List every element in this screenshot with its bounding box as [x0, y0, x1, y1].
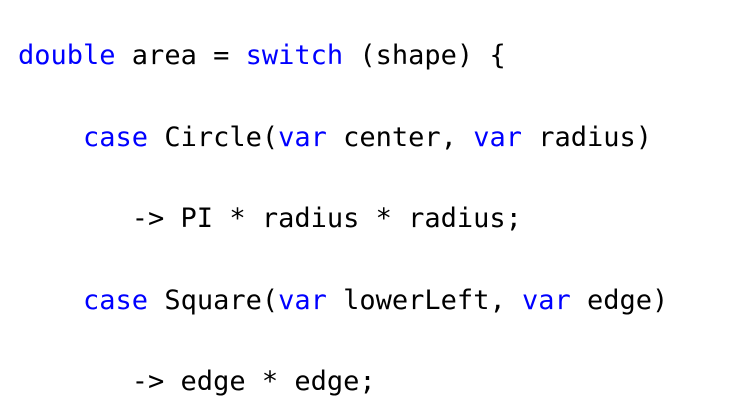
keyword-token-4-5: var — [521, 284, 571, 316]
code-line-2: case Circle(var center, var radius) — [18, 118, 732, 159]
keyword-token-4-3: var — [278, 284, 327, 316]
code-token-4-0 — [18, 285, 83, 316]
code-token-2-2: Circle( — [148, 121, 279, 153]
keyword-token-2-5: var — [473, 121, 522, 153]
code-token-1-3: (shape) { — [343, 40, 506, 71]
code-line-1: double area = switch (shape) { — [18, 36, 732, 77]
keyword-token-1-2: switch — [245, 40, 344, 71]
code-line-5: -> edge * edge; — [18, 362, 732, 403]
code-token-4-6: edge) — [570, 284, 669, 316]
code-token-4-2: Square( — [148, 284, 279, 316]
code-token-2-6: radius) — [521, 121, 653, 153]
code-token-2-0 — [18, 122, 83, 153]
code-token-4-4: lowerLeft, — [326, 284, 522, 316]
code-line-4: case Square(var lowerLeft, var edge) — [18, 281, 732, 322]
code-token-2-4: center, — [326, 121, 474, 153]
keyword-token-2-3: var — [278, 121, 327, 153]
keyword-token-4-1: case — [83, 284, 149, 316]
code-token-5-0: -> edge * edge; — [18, 366, 376, 398]
code-token-1-1: area = — [115, 40, 246, 71]
code-block: double area = switch (shape) { case Circ… — [18, 36, 732, 419]
code-line-3: -> PI * radius * radius; — [18, 199, 732, 240]
keyword-token-2-1: case — [83, 121, 149, 153]
keyword-token-1-0: double — [18, 40, 116, 71]
code-token-3-0: -> PI * radius * radius; — [18, 203, 522, 235]
